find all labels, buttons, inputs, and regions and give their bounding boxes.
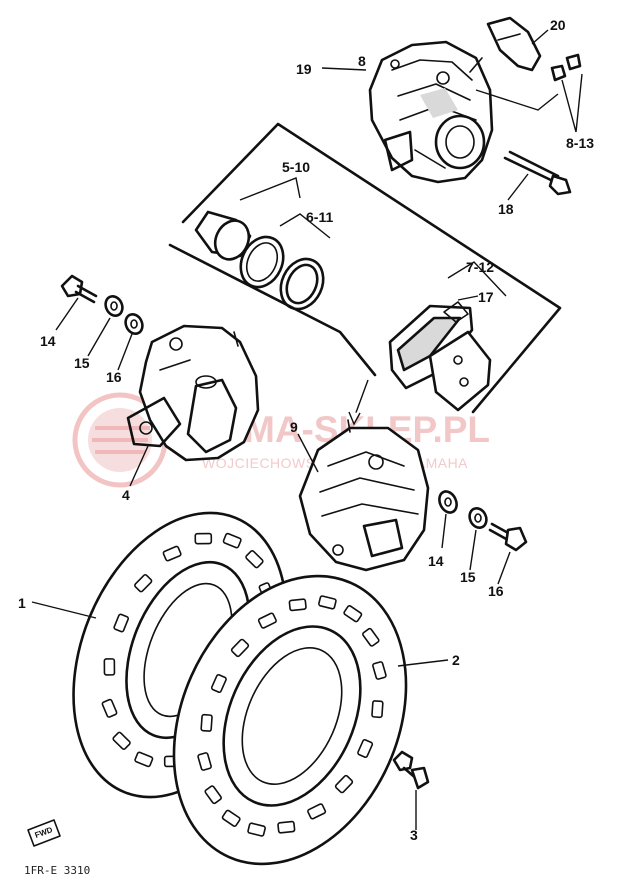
bleed-valve: [469, 16, 542, 73]
disc-bolt: [392, 750, 430, 790]
bolt-set-left: [60, 274, 144, 335]
callout-14-right: 16: [488, 583, 504, 599]
callout-19: 19: [296, 61, 312, 77]
disc-slot: [222, 532, 242, 549]
callout-15-right: 15: [460, 569, 476, 585]
footer-code: 1FR-E 3310: [24, 864, 90, 877]
disc-slot: [362, 627, 380, 647]
leader-lines: [31, 29, 583, 830]
caliper-left: [126, 324, 260, 462]
disc-slot: [194, 532, 213, 545]
disc-slot: [318, 595, 337, 610]
callout-8-13: 8-13: [566, 135, 594, 151]
disc-right-ventilation-slots: [197, 595, 387, 837]
caliper-right: [298, 419, 430, 572]
callout-16-right: 14: [428, 553, 444, 569]
disc-slot: [247, 822, 266, 837]
caliper-pin-bolt: [503, 150, 572, 196]
callout-5-10: 5-10: [282, 159, 310, 175]
disc-slot: [197, 752, 212, 771]
disc-slot: [134, 751, 154, 768]
bolt-set-right: [438, 490, 528, 552]
disc-slot: [357, 738, 374, 759]
piston-seals: [194, 210, 325, 311]
callout-8: 8: [358, 53, 366, 69]
callout-7-12: 7-12: [466, 259, 494, 275]
callout-2: 2: [452, 652, 460, 668]
disc-slot: [372, 661, 387, 680]
disc-slot: [307, 803, 327, 820]
brake-pads: [388, 301, 492, 412]
disc-slot: [103, 658, 116, 676]
disc-slot: [343, 605, 363, 623]
callout-15-left: 15: [74, 355, 90, 371]
caliper-top: [368, 40, 494, 184]
callout-20: 20: [550, 17, 566, 33]
callout-3: 3: [410, 827, 418, 843]
small-screws: [550, 53, 582, 82]
disc-slot: [371, 700, 384, 719]
disc-slot: [162, 545, 182, 562]
disc-slot: [204, 785, 222, 805]
parts-panel-outline: [168, 122, 562, 414]
disc-slot: [277, 820, 296, 834]
brake-disc-right: [172, 574, 408, 866]
disc-slot: [112, 731, 131, 750]
callout-9: 9: [290, 419, 298, 435]
disc-slot: [113, 613, 130, 633]
disc-slot: [101, 698, 118, 718]
disc-slot: [245, 550, 264, 569]
callout-16-left: 16: [106, 369, 122, 385]
callout-4: 4: [122, 487, 130, 503]
callout-labels: 1 2 3 4 9 14 15 16 14 15 16 18 19 20 8-1…: [18, 17, 594, 843]
callout-17: 17: [478, 289, 494, 305]
callout-1: 1: [18, 595, 26, 611]
disc-slot: [257, 612, 277, 629]
disc-slot: [230, 638, 250, 658]
fwd-tag: FWD: [27, 819, 61, 847]
disc-slot: [288, 598, 307, 612]
disc-slot: [210, 673, 227, 694]
callout-6-11: 6-11: [306, 209, 333, 225]
disc-slot: [221, 809, 241, 827]
callout-18: 18: [498, 201, 514, 217]
callout-14-left: 14: [40, 333, 56, 349]
disc-slot: [334, 774, 354, 794]
disc-slot: [200, 713, 213, 732]
disc-slot: [134, 574, 153, 593]
